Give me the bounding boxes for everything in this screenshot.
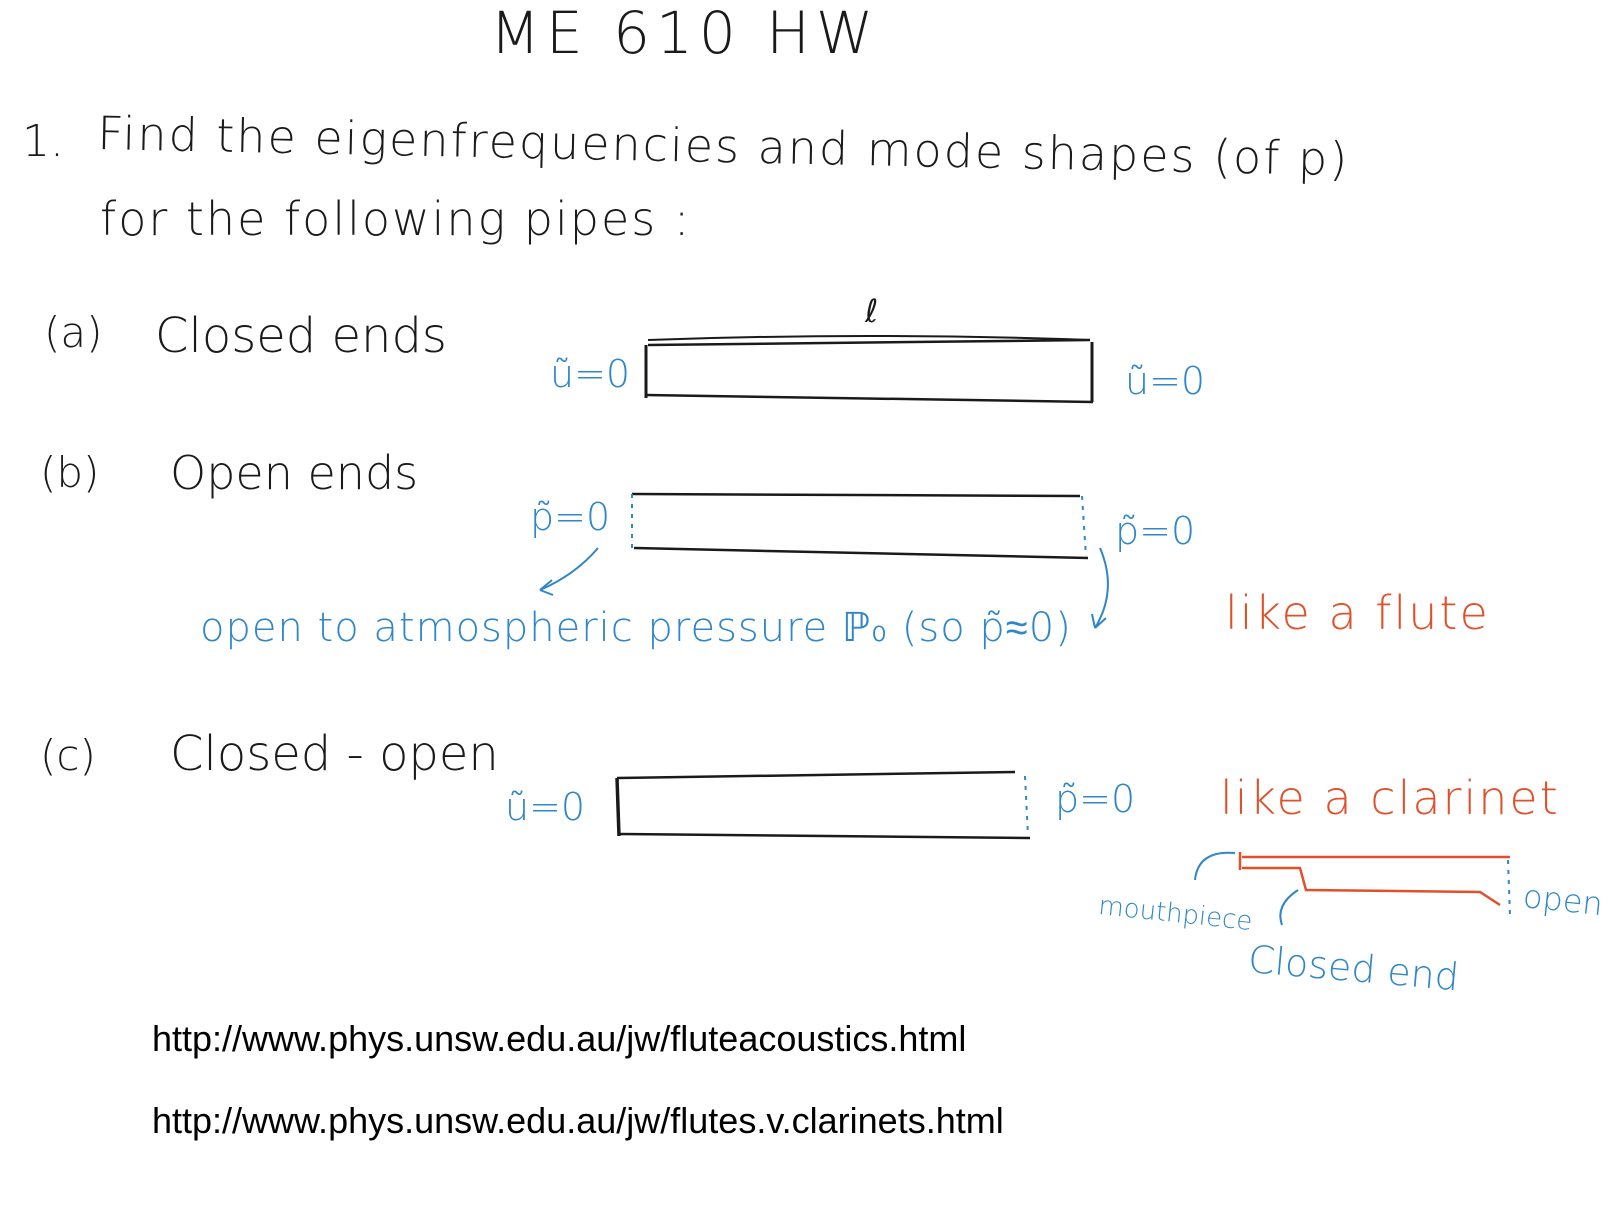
part-c-title: Closed - open	[170, 726, 499, 782]
flute-comparison: like a flute	[1225, 586, 1490, 640]
clarinet-comparison: like a clarinet	[1220, 771, 1560, 825]
pipe-length-label: ℓ	[865, 292, 879, 330]
part-b-right-boundary-condition: p̃=0	[1115, 509, 1196, 553]
pipe-a-length-line	[647, 335, 1091, 341]
pipe-b	[631, 492, 1089, 560]
closed-end-pointer	[1279, 889, 1299, 926]
right-end-arrow	[1094, 547, 1109, 629]
clarinet-sketch	[1238, 852, 1510, 907]
question-text-line1: Find the eigenfrequencies and mode shape…	[96, 106, 1350, 187]
part-c-left-boundary-condition: ũ=0	[505, 785, 586, 829]
question-text-line2: for the following pipes :	[100, 192, 692, 246]
part-b-left-boundary-condition: p̃=0	[530, 495, 611, 539]
pipe-c	[615, 770, 1031, 840]
reference-link-flute-acoustics[interactable]: http://www.phys.unsw.edu.au/jw/fluteacou…	[152, 1018, 967, 1059]
question-number: 1.	[22, 116, 64, 167]
part-c-label: (c)	[40, 731, 96, 780]
part-a-right-boundary-condition: ũ=0	[1125, 359, 1206, 403]
part-b-note: open to atmospheric pressure ℙ₀ (so p̃≈0…	[200, 605, 1072, 651]
part-a-title: Closed ends	[155, 308, 447, 364]
part-a-left-boundary-condition: ũ=0	[550, 352, 631, 396]
mouthpiece-label: mouthpiece	[1097, 891, 1254, 937]
part-a-label: (a)	[44, 308, 103, 357]
mouthpiece-pointer	[1194, 851, 1236, 881]
closed-end-label: Closed end	[1246, 937, 1461, 1000]
right-end-arrowhead	[1091, 613, 1107, 629]
pipe-a	[644, 338, 1094, 404]
reference-link-flutes-vs-clarinets[interactable]: http://www.phys.unsw.edu.au/jw/flutes.v.…	[152, 1100, 1004, 1141]
clarinet-open-end	[1507, 859, 1511, 917]
open-end-label: open	[1521, 877, 1605, 924]
part-c-right-boundary-condition: p̃=0	[1055, 777, 1136, 821]
left-end-arrow	[539, 547, 599, 591]
part-b-label: (b)	[40, 448, 100, 497]
left-end-arrowhead	[539, 579, 554, 596]
page-title: ME 610 HW	[490, 0, 880, 67]
part-b-title: Open ends	[170, 446, 419, 500]
